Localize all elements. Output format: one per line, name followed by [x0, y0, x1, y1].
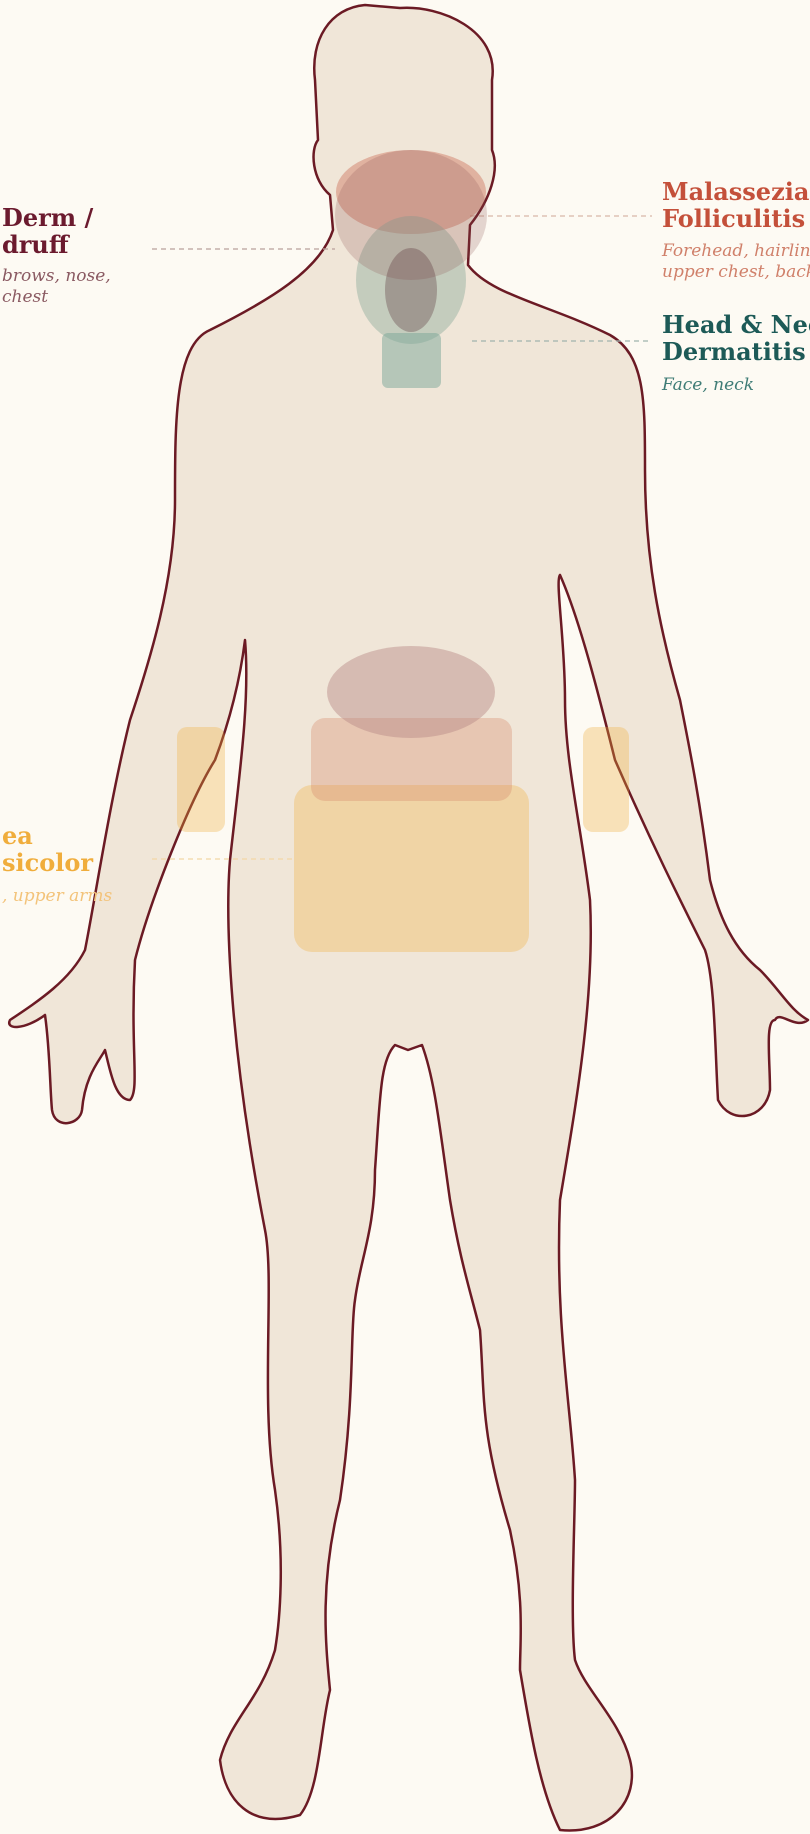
- label-seb-derm-sub: brows, nose, chest: [2, 266, 111, 308]
- head-neck-subtitle-line1: Face, neck: [662, 375, 754, 396]
- seb-derm-title-line2: druff: [2, 231, 93, 258]
- tinea-region-left-arm: [177, 727, 225, 832]
- seb-derm-region-nose: [385, 248, 437, 332]
- malassezia-title-line1: Malassezia: [662, 178, 809, 205]
- head-neck-region-neck: [382, 333, 441, 388]
- malassezia-region-chest: [327, 646, 495, 738]
- seb-derm-title-line1: Derm /: [2, 204, 93, 231]
- malassezia-title-line2: Folliculitis: [662, 205, 809, 232]
- head-neck-title-line1: Head & Neck: [662, 311, 810, 338]
- tinea-title-line1: ea: [2, 822, 93, 849]
- tinea-region-torso: [294, 785, 529, 952]
- malassezia-subtitle-line2: upper chest, back: [662, 262, 810, 283]
- seb-derm-subtitle-line2: chest: [2, 287, 111, 308]
- label-malassezia: Malassezia Folliculitis: [662, 178, 809, 232]
- seb-derm-subtitle-line1: brows, nose,: [2, 266, 111, 287]
- label-head-neck: Head & Neck Dermatitis in: [662, 311, 810, 365]
- label-seb-derm: Derm / druff: [2, 204, 93, 258]
- tinea-subtitle-line1: , upper arms: [2, 886, 112, 907]
- label-tinea: ea sicolor: [2, 822, 93, 876]
- label-tinea-sub: , upper arms: [2, 886, 112, 907]
- tinea-title-line2: sicolor: [2, 849, 93, 876]
- label-malassezia-sub: Forehead, hairline upper chest, back: [662, 241, 810, 283]
- malassezia-subtitle-line1: Forehead, hairline: [662, 241, 810, 262]
- label-head-neck-sub: Face, neck: [662, 375, 754, 396]
- head-neck-title-line2: Dermatitis in: [662, 338, 810, 365]
- tinea-region-right-arm: [583, 727, 629, 832]
